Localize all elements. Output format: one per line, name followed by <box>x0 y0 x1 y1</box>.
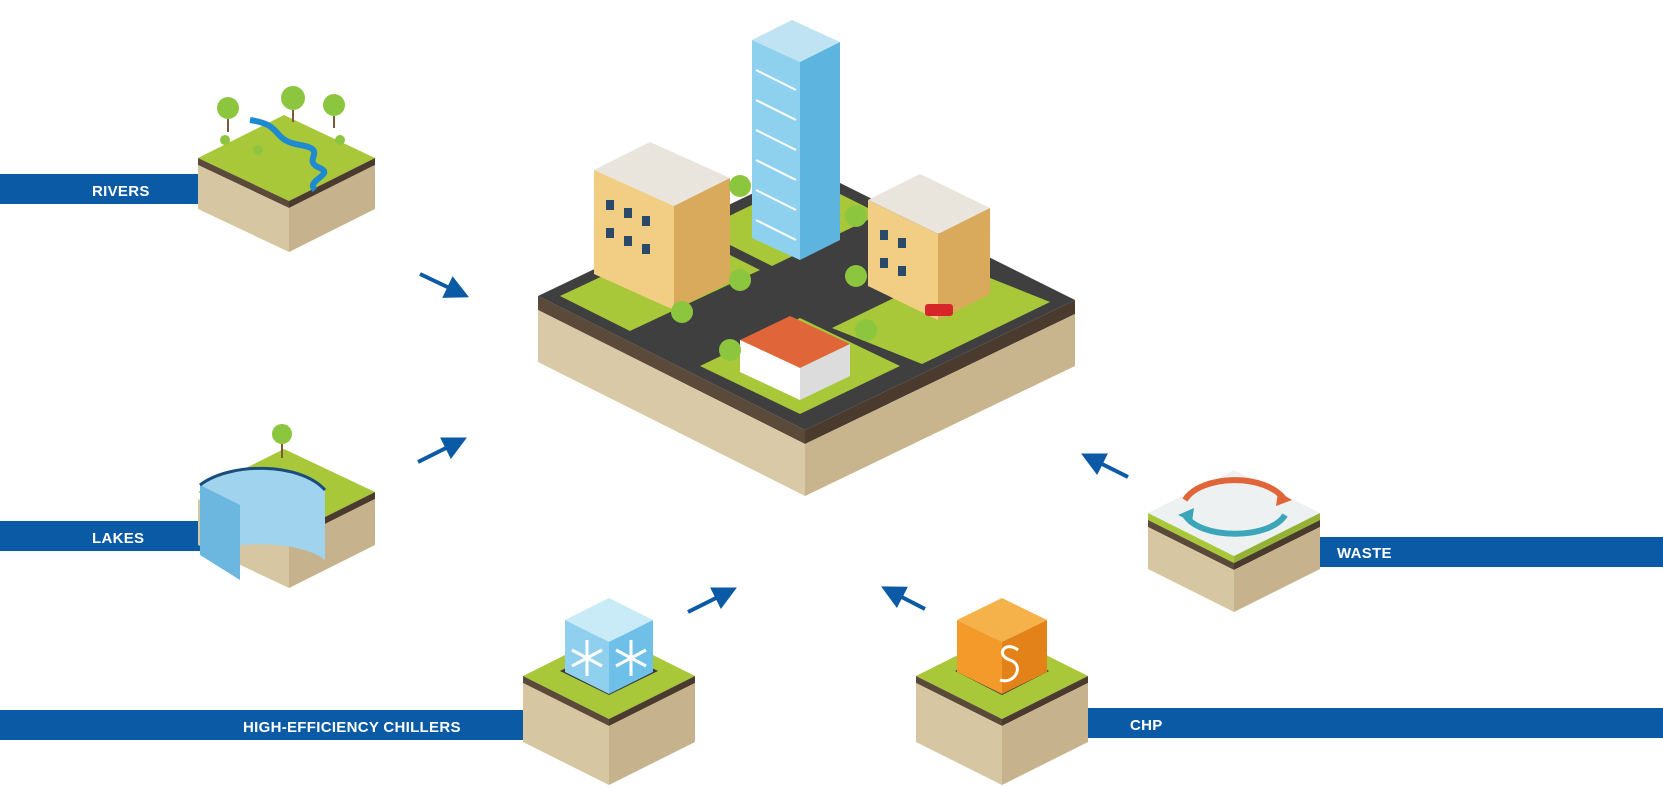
chp-label: CHP <box>1130 717 1163 734</box>
river-tile-icon <box>198 86 375 252</box>
rivers-banner: RIVERS <box>0 174 200 204</box>
waste-banner: WASTE <box>1310 537 1663 567</box>
snowflake-cube-icon <box>523 598 695 785</box>
flow-arrows <box>417 272 1129 614</box>
rivers-label: RIVERS <box>92 183 150 200</box>
chp-banner: CHP <box>1080 708 1663 738</box>
lake-tile-icon <box>198 424 375 588</box>
arrow-rivers <box>419 272 470 298</box>
chillers-banner: HIGH-EFFICIENCY CHILLERS <box>0 710 530 740</box>
arrow-lakes <box>417 437 467 464</box>
arrow-chillers <box>687 587 737 614</box>
flame-cube-icon <box>916 598 1088 785</box>
recycle-loop-icon <box>1148 470 1320 612</box>
chillers-label: HIGH-EFFICIENCY CHILLERS <box>243 719 461 736</box>
arrow-chp <box>881 586 926 611</box>
city-block-icon <box>538 20 1075 496</box>
arrow-waste <box>1081 453 1129 479</box>
lakes-label: LAKES <box>92 530 144 547</box>
lakes-banner: LAKES <box>0 521 200 551</box>
waste-label: WASTE <box>1337 545 1392 562</box>
